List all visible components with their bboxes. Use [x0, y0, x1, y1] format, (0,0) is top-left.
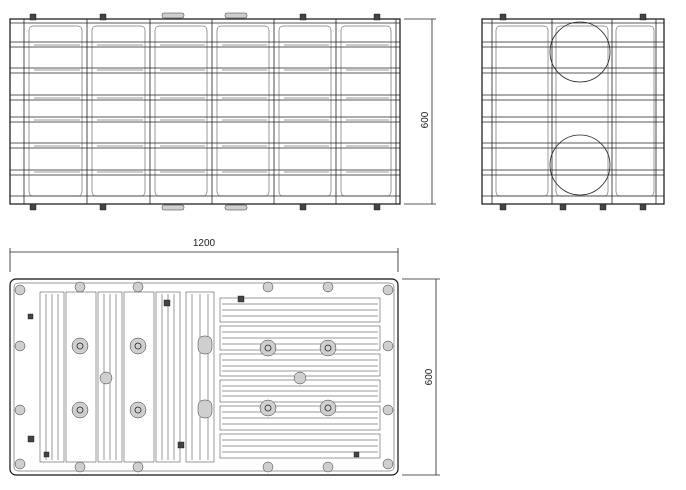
- top-width-dimension: 1200: [193, 238, 216, 249]
- pipe-inlet-circle-top: [549, 21, 611, 83]
- top-height-dimension: 600: [424, 368, 435, 385]
- front-height-dimension: 600: [420, 111, 431, 128]
- bolt-bosses: [14, 281, 394, 473]
- side-view: [481, 13, 665, 211]
- front-view: 600: [9, 12, 436, 211]
- pipe-inlet-circle-bottom: [549, 134, 611, 196]
- top-view: 1200: [9, 238, 440, 476]
